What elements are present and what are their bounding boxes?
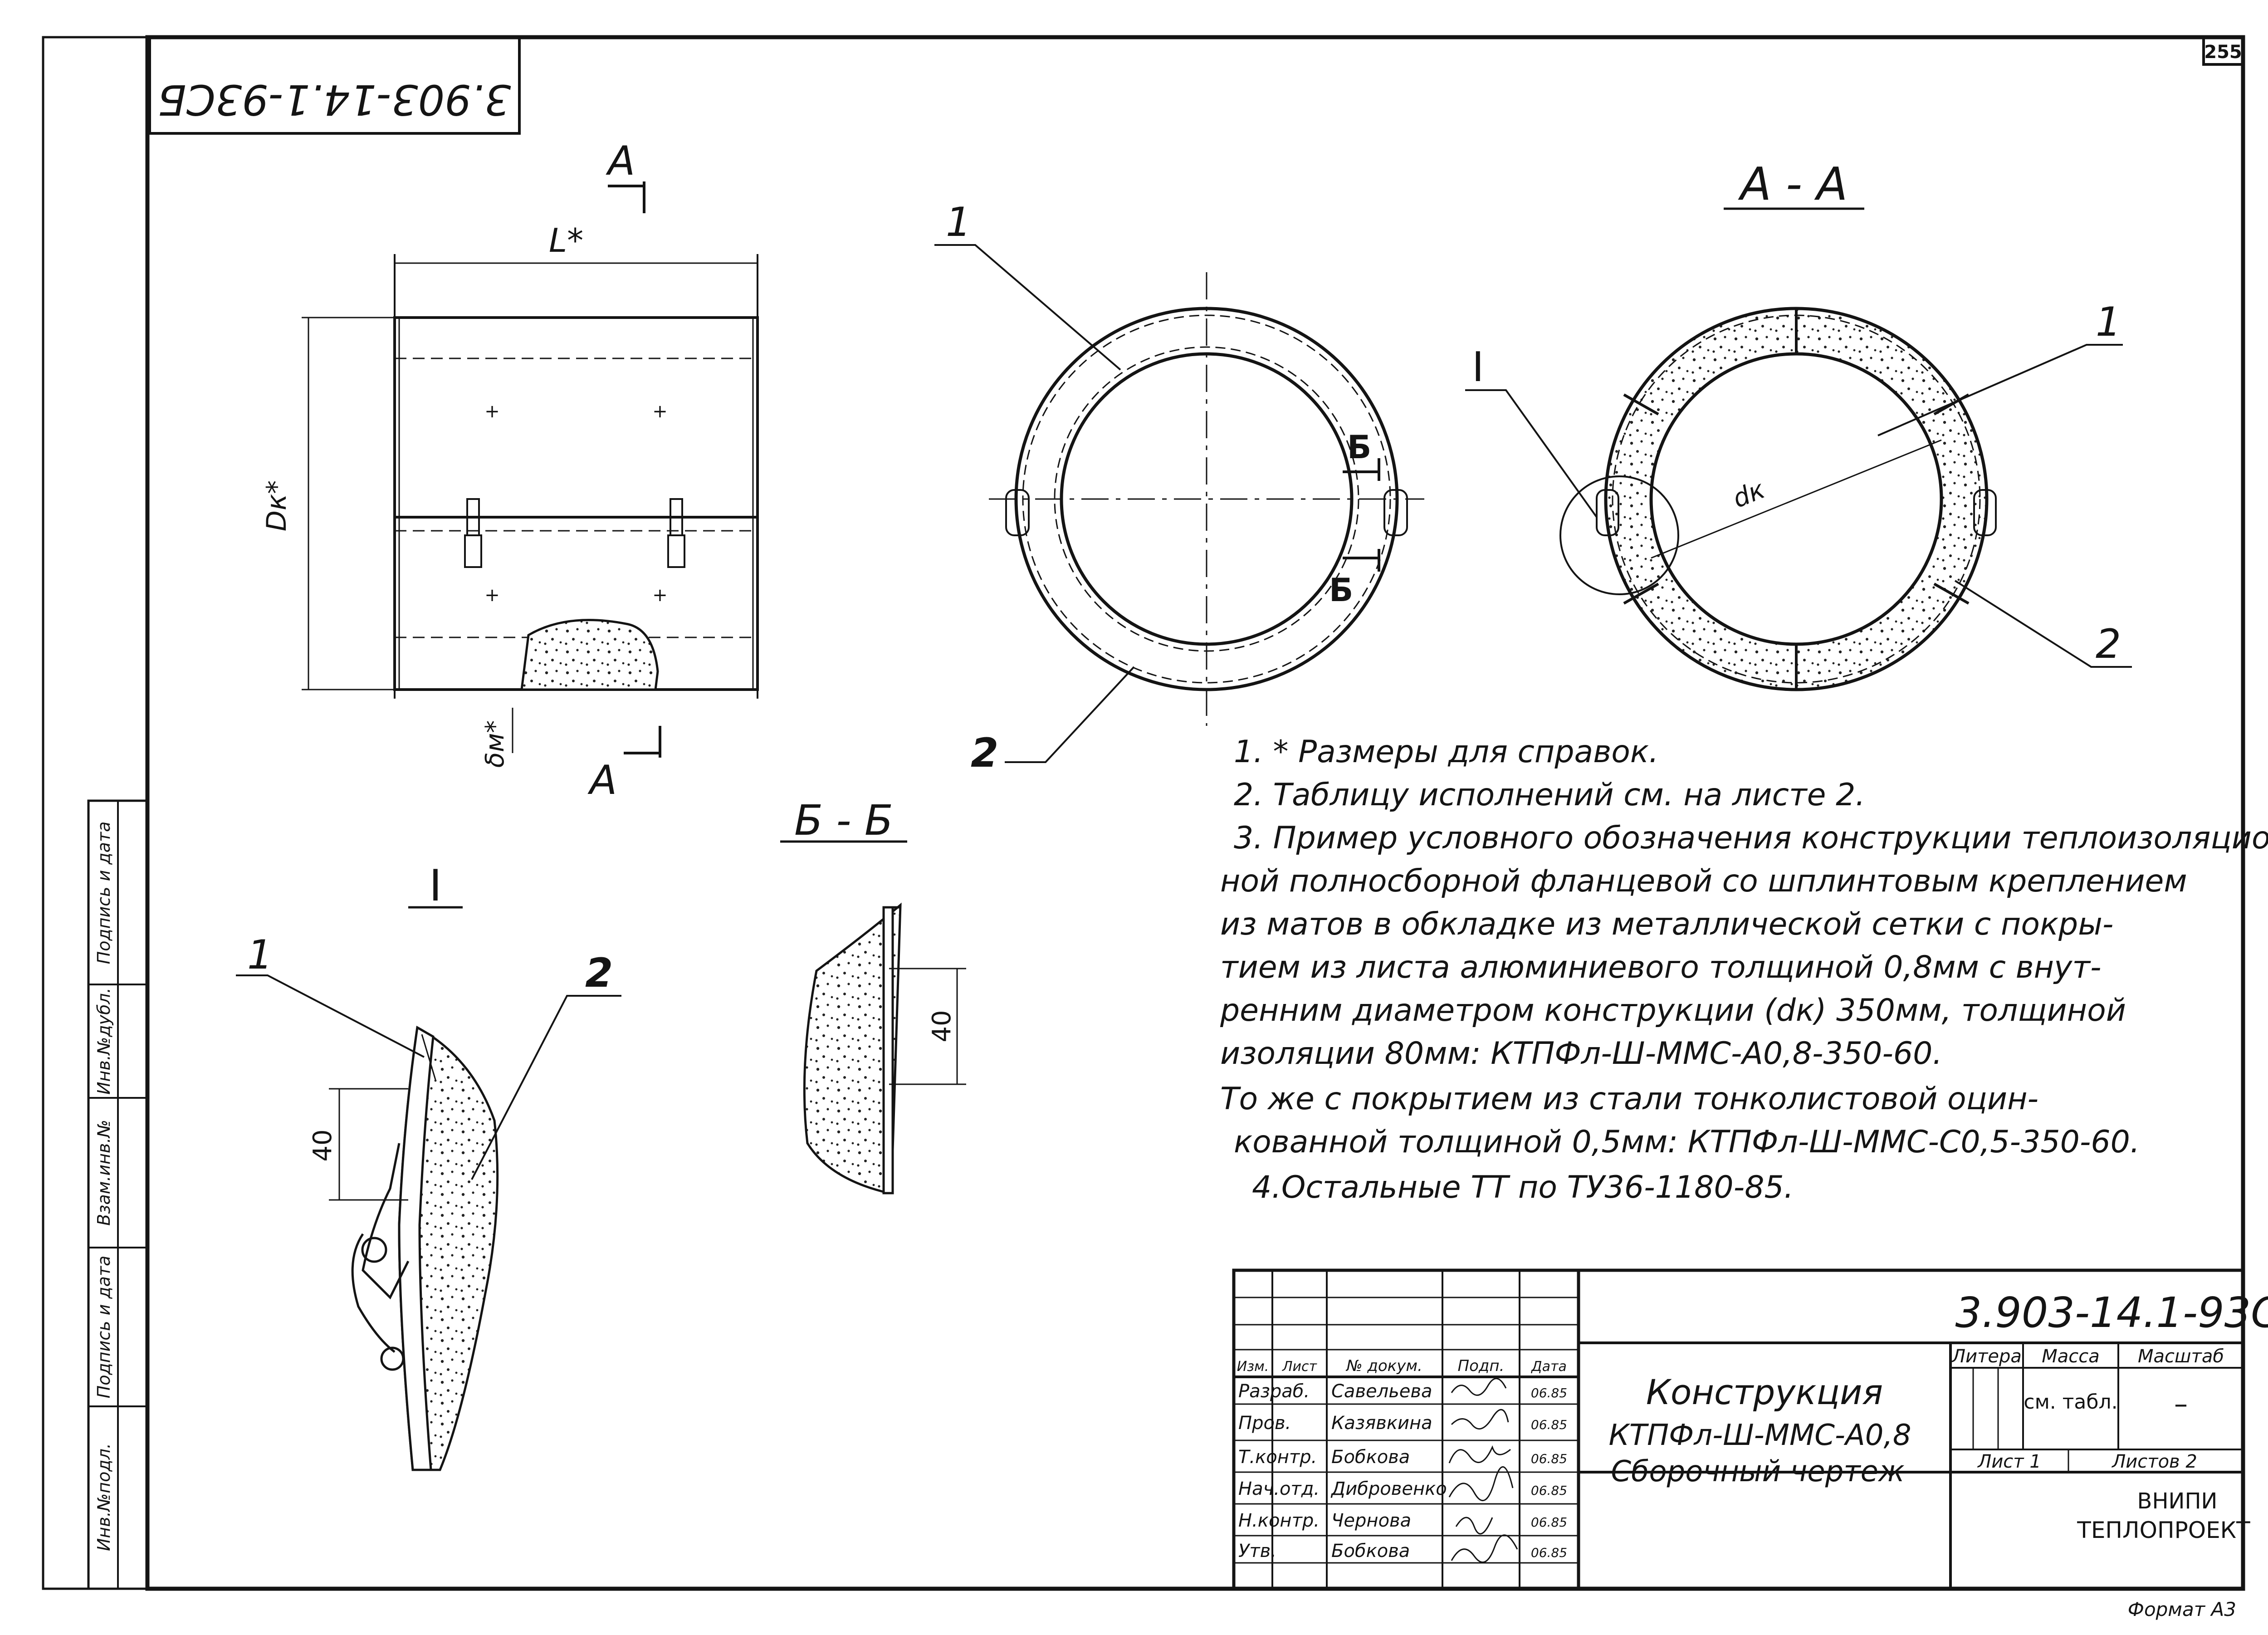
side-strip-inv-podl: Инв.№подл.	[94, 1443, 114, 1551]
section-bb-view	[780, 840, 966, 1194]
tb-col-header: Подп.	[1458, 1357, 1505, 1375]
tb-role: Нач.отд.	[1238, 1478, 1320, 1499]
section-bb-dim-40: 40	[927, 1010, 957, 1042]
tb-role: Т.контр.	[1238, 1447, 1317, 1468]
tb-sheets-label: Листов 2	[2111, 1451, 2197, 1472]
tb-col-header: Изм.	[1237, 1359, 1269, 1375]
tb-col-header: № докум.	[1345, 1357, 1422, 1375]
note-line: изоляции 80мм: КТПФл-Ш-ММС-А0,8-350-60.	[1220, 1036, 1942, 1072]
note-line: То же с покрытием из стали тонколистовой…	[1220, 1081, 2038, 1117]
detail-i-dim-40: 40	[308, 1129, 337, 1161]
side-strip-podpis-1: Подпись и дата	[94, 1256, 114, 1399]
tb-role: Утв.	[1238, 1541, 1276, 1562]
section-aa-callout-i: I	[1472, 343, 1484, 391]
side-strip	[87, 799, 149, 1590]
note-line: кованной толщиной 0,5мм: КТПФл-Ш-ММС-С0,…	[1234, 1124, 2140, 1160]
dimension-l-label: L*	[549, 221, 583, 259]
tb-date: 06.85	[1531, 1417, 1567, 1432]
ring-pos-2: 2	[971, 729, 998, 776]
tb-name: Савельева	[1331, 1381, 1432, 1402]
section-aa-view	[1465, 207, 2132, 691]
section-aa-pos-1: 1	[2096, 299, 2121, 345]
title-doc-code: 3.903-14.1-93СБ	[1955, 1288, 2268, 1337]
tb-date: 06.85	[1531, 1545, 1567, 1560]
note-line: ренним диаметром конструкции (dк) 350мм,…	[1220, 993, 2126, 1028]
corner-code-box: 3.903-14.1-93СБ	[148, 36, 521, 135]
section-aa-title: А - А	[1738, 157, 1848, 210]
tb-scale-label: Масштаб	[2138, 1346, 2224, 1367]
ring-section-b-top: Б	[1347, 429, 1371, 466]
title-block	[1232, 1268, 2245, 1591]
tb-mass-label: Масса	[2042, 1346, 2100, 1367]
detail-i-pos-1: 1	[247, 931, 273, 978]
front-view: + + + +	[302, 181, 759, 758]
sheet-frame	[42, 35, 2245, 1591]
tb-org-line1: ВНИПИ	[2137, 1488, 2218, 1514]
tb-role: Пров.	[1238, 1413, 1291, 1434]
note-line: тием из листа алюминиевого толщиной 0,8м…	[1220, 950, 2102, 985]
tb-scale-value: –	[2174, 1388, 2188, 1420]
section-mark-a-top: А	[606, 137, 635, 184]
tb-date: 06.85	[1531, 1385, 1567, 1400]
svg-text:+: +	[652, 585, 668, 606]
tb-litera-label: Литера	[1951, 1346, 2022, 1367]
title-name-line1: Конструкция	[1646, 1372, 1883, 1412]
dimension-dk-label: Dк*	[261, 480, 293, 531]
note-line: ной полносборной фланцевой со шплинтовым…	[1220, 863, 2187, 899]
tb-name: Бобкова	[1331, 1541, 1410, 1562]
tb-col-header: Лист	[1282, 1359, 1318, 1375]
section-aa-pos-2: 2	[2096, 621, 2121, 667]
tb-sheet-label: Лист 1	[1977, 1451, 2041, 1472]
detail-i-view	[236, 906, 621, 1471]
detail-i-pos-2: 2	[585, 950, 613, 996]
tb-date: 06.85	[1531, 1451, 1567, 1466]
dimension-delta-m-label: δм*	[480, 720, 510, 768]
tb-mass-value: см. табл.	[2024, 1390, 2117, 1414]
tb-name: Дибровенко	[1330, 1478, 1447, 1499]
tb-role: Н.контр.	[1238, 1510, 1320, 1531]
sheet-number: 255	[2204, 42, 2242, 63]
tb-name: Чернова	[1331, 1510, 1411, 1531]
tb-col-header: Дата	[1530, 1359, 1567, 1375]
side-strip-vzam-inv: Взам.инв.№	[94, 1120, 114, 1226]
signatures	[1448, 1378, 1518, 1563]
corner-code: 3.903-14.1-93СБ	[157, 75, 511, 124]
notes-block: 1. * Размеры для справок. 2. Таблицу исп…	[1220, 734, 2268, 1205]
title-name-line2: КТПФл-Ш-ММС-А0,8	[1608, 1419, 1911, 1452]
format-label: Формат А3	[2128, 1598, 2236, 1620]
note-line: 4.Остальные ТТ по ТУ36-1180-85.	[1252, 1170, 1794, 1205]
side-strip-inv-dubl: Инв.№дубл.	[94, 988, 114, 1095]
tb-name: Бобкова	[1331, 1447, 1410, 1468]
tb-role: Разраб.	[1238, 1381, 1310, 1402]
note-line: из матов в обкладке из металлической сет…	[1220, 906, 2113, 942]
section-bb-title: Б - Б	[794, 796, 893, 845]
section-mark-a-bottom: А	[587, 757, 617, 803]
note-line: 3. Пример условного обозначения конструк…	[1234, 820, 2268, 856]
section-aa-dk-label: dк	[1729, 475, 1769, 514]
tb-name: Казявкина	[1331, 1413, 1432, 1434]
note-line: 1. * Размеры для справок.	[1234, 734, 1659, 770]
side-strip-podpis-2: Подпись и дата	[94, 822, 114, 964]
title-name-line3: Сборочный чертеж	[1611, 1455, 1905, 1488]
tb-date: 06.85	[1531, 1483, 1567, 1498]
ring-view	[934, 244, 1424, 763]
detail-i-title: I	[429, 861, 442, 911]
svg-text:+: +	[652, 401, 668, 422]
svg-text:+: +	[484, 585, 500, 606]
ring-pos-1: 1	[946, 199, 971, 245]
svg-text:+: +	[484, 401, 500, 422]
note-line: 2. Таблицу исполнений см. на листе 2.	[1234, 777, 1865, 813]
tb-date: 06.85	[1531, 1515, 1567, 1530]
tb-org-line2: ТЕПЛОПРОЕКТ	[2077, 1517, 2250, 1543]
ring-section-b-bottom: Б	[1329, 572, 1353, 609]
